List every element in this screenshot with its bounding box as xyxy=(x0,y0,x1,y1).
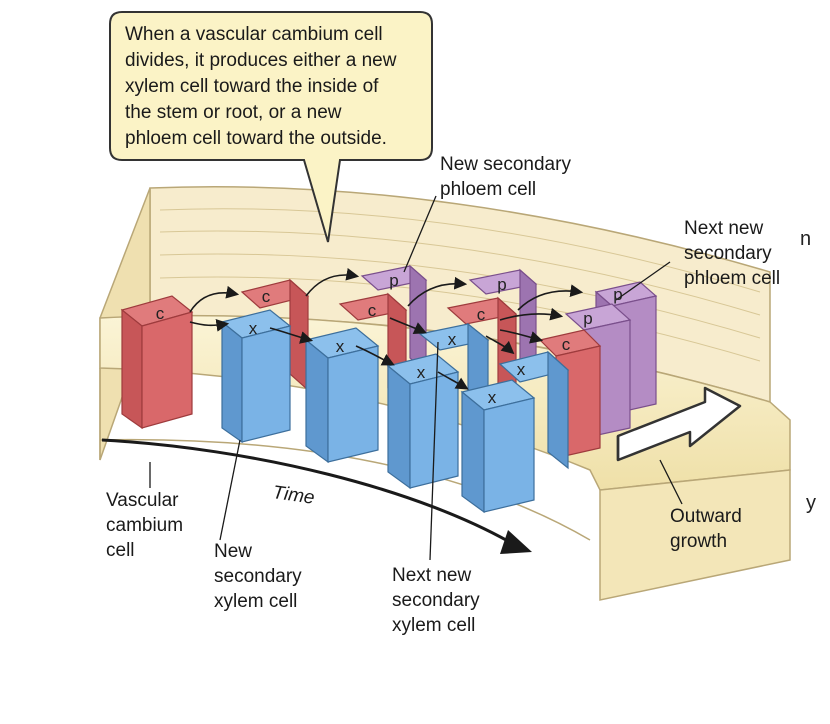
edge-text-fragment-bottom: y xyxy=(806,492,816,514)
xylem-cell-letter: x xyxy=(488,388,497,407)
label-outward-growth-1: Outward xyxy=(670,506,742,527)
phloem-cell-letter: p xyxy=(613,285,622,304)
callout-bubble xyxy=(109,11,433,243)
cambium-cell-letter: c xyxy=(477,305,486,324)
callout-line-1: When a vascular cambium cell xyxy=(125,24,383,45)
callout-line-5: phloem cell toward the outside. xyxy=(125,128,387,149)
xylem-cell-letter: x xyxy=(336,337,345,356)
label-new-phloem-1: New secondary xyxy=(440,154,571,175)
time-arrow xyxy=(101,438,521,550)
cell-group-1: c xyxy=(120,295,194,430)
division-arrows xyxy=(189,267,584,390)
label-next-phloem-3: phloem cell xyxy=(684,268,780,289)
xylem-cell-letter: x xyxy=(448,330,457,349)
cambium-cell-letter: c xyxy=(156,304,165,323)
label-next-xylem-2: secondary xyxy=(392,590,480,611)
cell-group-2: c x xyxy=(220,278,310,444)
label-new-xylem-2: secondary xyxy=(214,566,302,587)
label-new-xylem-3: xylem cell xyxy=(214,591,297,612)
phloem-cell-letter: p xyxy=(389,271,398,290)
outward-growth-arrow-icon xyxy=(616,386,742,462)
callout-line-4: the stem or root, or a new xyxy=(125,102,342,123)
cambium-cell-letter: c xyxy=(262,287,271,306)
label-next-xylem-3: xylem cell xyxy=(392,615,475,636)
label-new-phloem-2: phloem cell xyxy=(440,179,536,200)
xylem-cell-letter: x xyxy=(517,360,526,379)
label-time: Time xyxy=(271,482,316,509)
cell-group-5: p p c x x xyxy=(460,281,658,514)
label-next-phloem-2: secondary xyxy=(684,243,772,264)
leader-lines xyxy=(149,195,683,561)
xylem-cell-letter: x xyxy=(417,363,426,382)
label-next-phloem-1: Next new xyxy=(684,218,763,239)
callout-line-2: divides, it produces either a new xyxy=(125,50,397,71)
label-vascular-cambium-1: Vascular xyxy=(106,490,179,511)
time-arrowhead-icon xyxy=(500,530,532,554)
cell-group-3: p c x xyxy=(304,264,428,464)
phloem-cell-letter: p xyxy=(497,275,506,294)
phloem-cell-letter: p xyxy=(583,309,592,328)
label-new-xylem-1: New xyxy=(214,541,252,562)
label-vascular-cambium-3: cell xyxy=(106,540,135,561)
label-outward-growth-2: growth xyxy=(670,531,727,552)
cambium-cell-letter: c xyxy=(368,301,377,320)
xylem-cell-letter: x xyxy=(249,319,258,338)
callout-line-3: xylem cell toward the inside of xyxy=(125,76,379,97)
label-vascular-cambium-2: cambium xyxy=(106,515,183,536)
edge-text-fragment-top: n xyxy=(800,228,812,250)
label-next-xylem-1: Next new xyxy=(392,565,471,586)
cambium-cell-letter: c xyxy=(562,335,571,354)
